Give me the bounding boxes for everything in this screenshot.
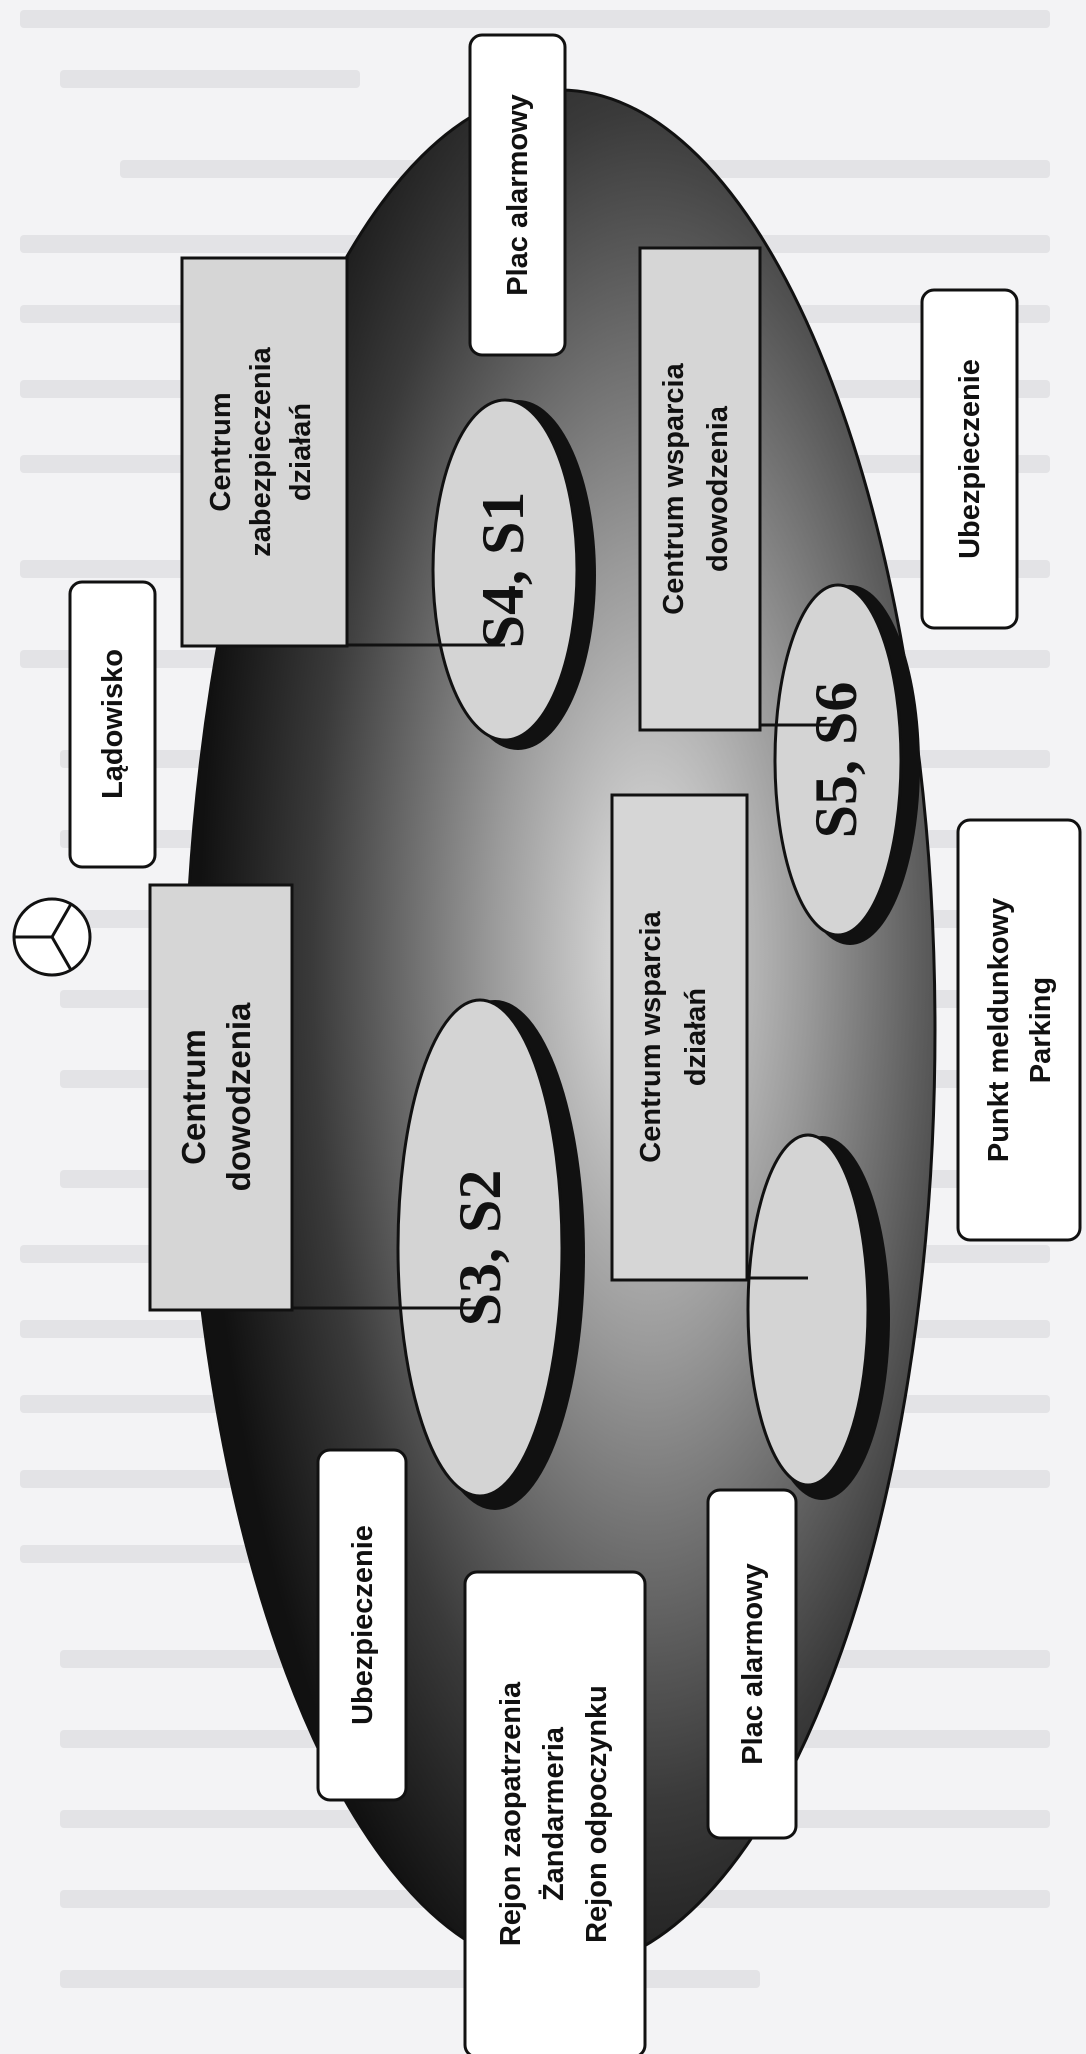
svg-text:działań: działań	[285, 403, 317, 501]
svg-text:Ubezpieczenie: Ubezpieczenie	[954, 359, 986, 559]
box-centrum-wsparcia-dzialan: Centrum wsparcia działań	[610, 793, 749, 1282]
cell-label-s5-s6: S5, S6	[803, 682, 869, 839]
svg-text:Plac alarmowy: Plac alarmowy	[502, 94, 534, 296]
box-punkt-meldunkowy-parking: Punkt meldunkowy Parking	[956, 818, 1082, 1242]
box-rejon-zaopatrzenia: Rejon zaopatrzenia Żandarmeria Rejon odp…	[463, 1570, 647, 2054]
svg-text:Centrum wsparcia: Centrum wsparcia	[635, 910, 667, 1162]
cell-s4-s1: S4, S1	[431, 398, 596, 750]
cell-label-s3-s2: S3, S2	[447, 1170, 513, 1327]
box-ubezpieczenie-bottom: Ubezpieczenie	[316, 1448, 408, 1802]
box-plac-alarmowy-bottom: Plac alarmowy	[706, 1488, 798, 1840]
command-post-icon	[12, 897, 92, 977]
box-ladowisko: Lądowisko	[68, 580, 157, 869]
svg-text:dowodzenia: dowodzenia	[220, 1002, 257, 1191]
svg-text:Punkt meldunkowy: Punkt meldunkowy	[983, 898, 1015, 1162]
svg-text:Parking: Parking	[1025, 977, 1057, 1083]
cell-s5-s6: S5, S6	[773, 583, 920, 945]
svg-text:Centrum wsparcia: Centrum wsparcia	[658, 362, 690, 614]
svg-text:Plac alarmowy: Plac alarmowy	[737, 1563, 769, 1765]
box-centrum-zabezpieczenia: Centrum zabezpieczenia działań	[180, 256, 349, 648]
box-plac-alarmowy-top: Plac alarmowy	[468, 33, 567, 357]
box-centrum-dowodzenia: Centrum dowodzenia	[148, 883, 294, 1312]
cell-s3-s2: S3, S2	[396, 998, 585, 1510]
cell-unlabeled	[746, 1133, 890, 1500]
svg-text:Centrum: Centrum	[175, 1029, 212, 1165]
svg-text:Ubezpieczenie: Ubezpieczenie	[347, 1525, 379, 1725]
svg-text:Lądowisko: Lądowisko	[97, 649, 129, 799]
svg-text:Rejon odpoczynku: Rejon odpoczynku	[581, 1685, 613, 1943]
svg-text:działań: działań	[680, 988, 712, 1086]
svg-text:Żandarmeria: Żandarmeria	[538, 1726, 570, 1901]
svg-text:Rejon zaopatrzenia: Rejon zaopatrzenia	[495, 1681, 527, 1946]
box-centrum-wsparcia-dowodzenia: Centrum wsparcia dowodzenia	[638, 246, 762, 732]
svg-text:dowodzenia: dowodzenia	[702, 405, 734, 572]
box-ubezpieczenie-top: Ubezpieczenie	[920, 288, 1019, 630]
svg-text:Centrum: Centrum	[205, 392, 237, 511]
cell-label-s4-s1: S4, S1	[470, 492, 536, 649]
svg-text:zabezpieczenia: zabezpieczenia	[245, 346, 277, 556]
